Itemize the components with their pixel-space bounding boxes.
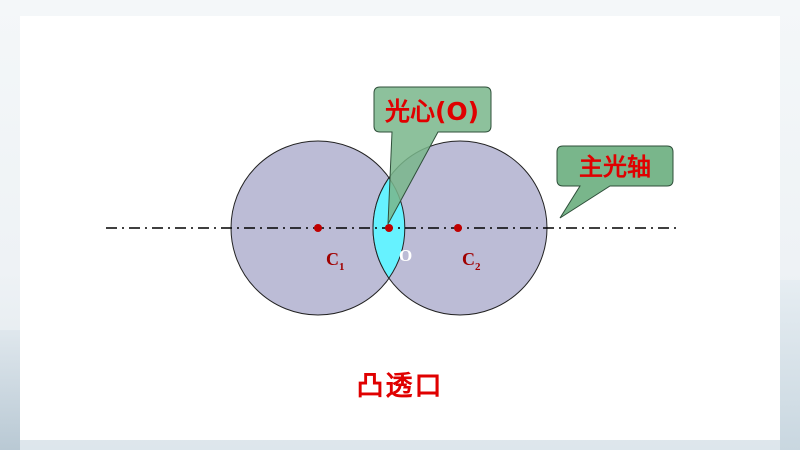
lens-name-title: 凸透口 [356, 371, 444, 402]
point-c1 [314, 224, 322, 232]
label-o: O [399, 246, 412, 265]
lens-intersection [372, 141, 405, 315]
label-c2-letter: C [462, 249, 475, 269]
background-decoration-left [0, 330, 20, 450]
callout-optical-center-text: 光心(O) [384, 97, 479, 126]
point-o [385, 224, 393, 232]
background-decoration-right [780, 280, 800, 450]
label-c1: C1 [326, 249, 345, 273]
label-c1-subscript: 1 [339, 261, 345, 273]
callout-optical-center-shape [373, 86, 492, 225]
label-c2-subscript: 2 [475, 261, 481, 273]
point-c2 [454, 224, 462, 232]
label-c1-letter: C [326, 249, 339, 269]
label-c2: C2 [462, 249, 481, 273]
callout-main-axis-shape [556, 145, 674, 219]
callout-main-axis-text: 主光轴 [579, 153, 651, 181]
